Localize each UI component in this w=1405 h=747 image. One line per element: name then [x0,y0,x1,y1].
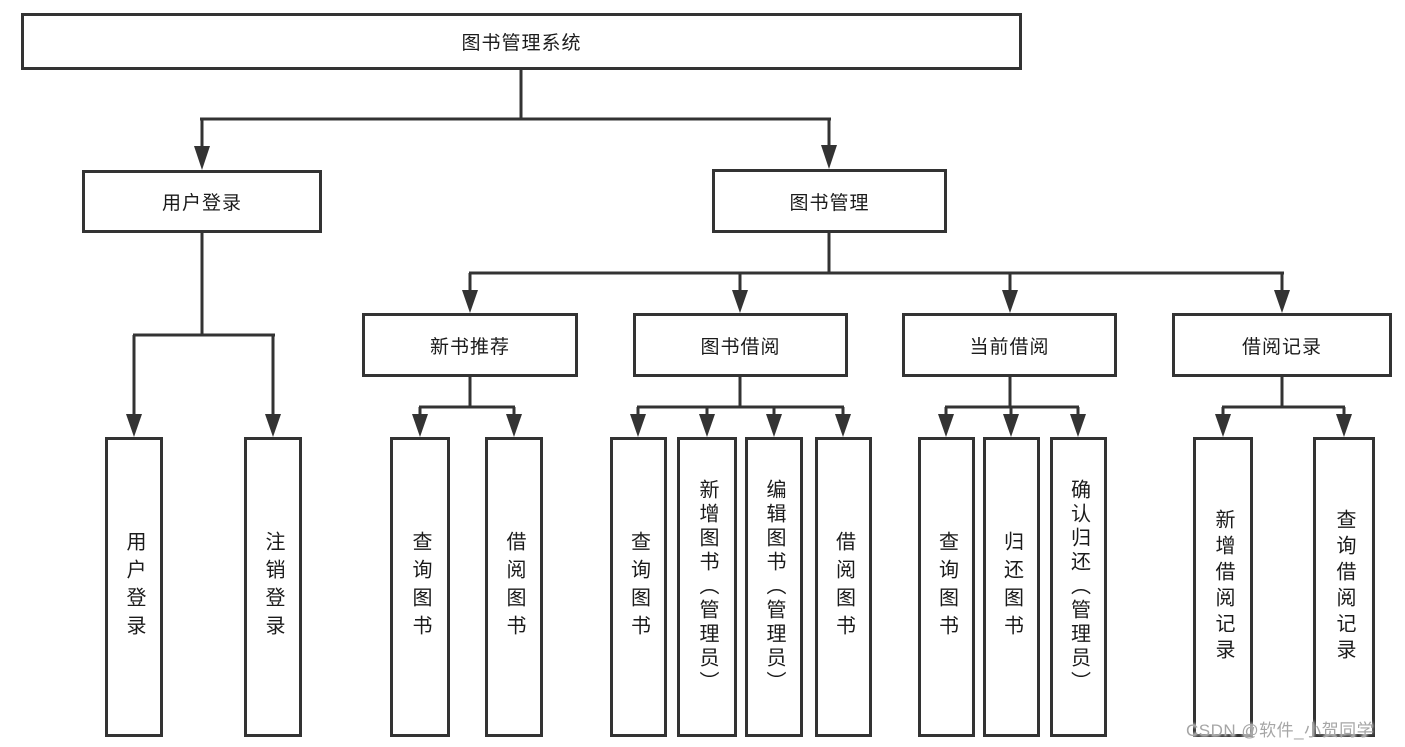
leaf-user-login: 用户登录 [105,437,163,737]
node-root-system: 图书管理系统 [21,13,1022,70]
leaf-query-books-1: 查询图书 [390,437,450,737]
leaf-query-books-3-label: 查询图书 [935,531,958,643]
leaf-logout: 注销登录 [244,437,302,737]
leaf-add-borrow-record-label: 新增借阅记录 [1212,509,1234,665]
leaf-query-borrow-record-label: 查询借阅记录 [1333,509,1355,665]
leaf-query-books-2-label: 查询图书 [627,531,650,643]
leaf-borrow-books-1: 借阅图书 [485,437,543,737]
leaf-edit-books-admin: 编辑图书（管理员） [745,437,803,737]
node-book-borrowing: 图书借阅 [633,313,848,377]
leaf-borrow-books-2: 借阅图书 [815,437,872,737]
leaf-return-books-label: 归还图书 [1000,531,1023,643]
leaf-edit-books-admin-label: 编辑图书（管理员） [763,479,785,695]
node-user-login-branch: 用户登录 [82,170,322,233]
leaf-confirm-return-admin-label: 确认归还（管理员） [1067,479,1090,695]
leaf-query-books-3: 查询图书 [918,437,975,737]
leaf-user-login-label: 用户登录 [123,531,145,643]
node-book-management-branch: 图书管理 [712,169,947,233]
leaf-query-books-2: 查询图书 [610,437,667,737]
leaf-borrow-books-2-label: 借阅图书 [832,531,855,643]
leaf-query-books-1-label: 查询图书 [409,531,431,643]
node-new-book-recommendation: 新书推荐 [362,313,578,377]
leaf-add-books-admin: 新增图书（管理员） [677,437,737,737]
leaf-return-books: 归还图书 [983,437,1040,737]
leaf-borrow-books-1-label: 借阅图书 [503,531,525,643]
leaf-logout-label: 注销登录 [262,531,284,643]
leaf-add-borrow-record: 新增借阅记录 [1193,437,1253,737]
node-current-borrowing: 当前借阅 [902,313,1117,377]
csdn-watermark: CSDN @软件_小贺同学 [1186,721,1375,740]
leaf-query-borrow-record: 查询借阅记录 [1313,437,1375,737]
leaf-confirm-return-admin: 确认归还（管理员） [1050,437,1107,737]
leaf-add-books-admin-label: 新增图书（管理员） [696,479,718,695]
node-borrowing-records: 借阅记录 [1172,313,1392,377]
